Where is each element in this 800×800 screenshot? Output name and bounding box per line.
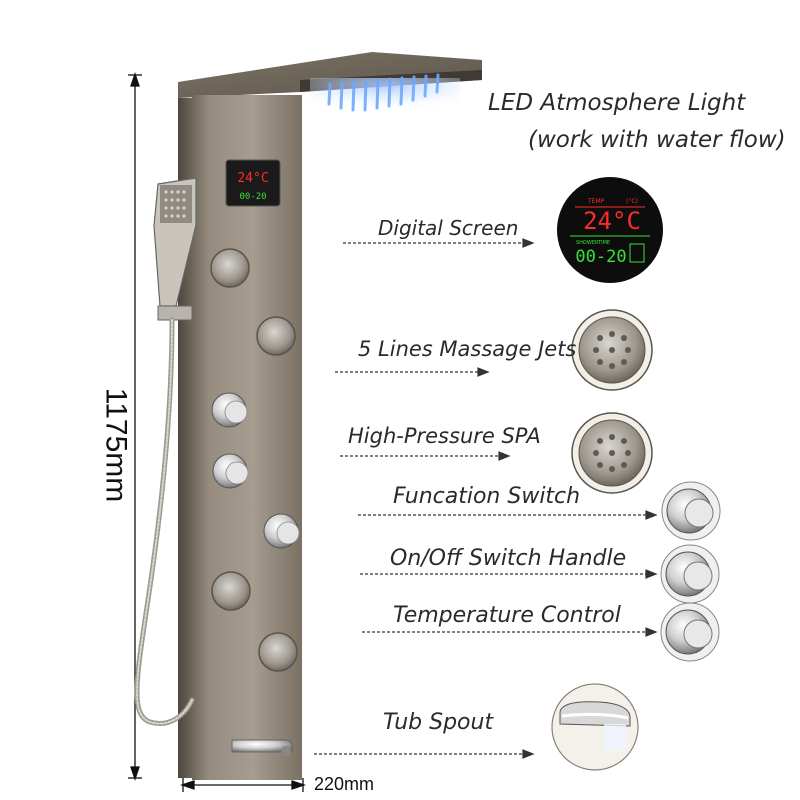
height-dimension-label: 1175mm: [99, 387, 133, 503]
label-function-switch: Funcation Switch: [393, 484, 581, 509]
panel-knobs: [211, 392, 300, 549]
knob-details: [660, 481, 721, 662]
label-temperature-control: Temperature Control: [393, 603, 621, 628]
label-on-off-switch: On/Off Switch Handle: [390, 546, 627, 571]
leader-arrows: [314, 238, 658, 759]
label-led-subtitle: (work with water flow): [528, 127, 786, 153]
digital-screen-detail: TEMP (°C) 24°C SHOWERTIME 00-20: [557, 177, 663, 283]
rain-shower-head: [178, 52, 482, 112]
panel-tub-spout: [231, 739, 293, 756]
detail-mode-label: SHOWERTIME: [576, 240, 610, 246]
detail-temp-text: 24°C: [583, 207, 641, 235]
panel-jets: [210, 248, 298, 672]
width-dimension-label: 220mm: [314, 774, 375, 794]
panel-time-text: 00-20: [239, 192, 266, 202]
label-led-title: LED Atmosphere Light: [488, 90, 746, 116]
massage-jet-detail: [571, 309, 653, 391]
panel-temp-text: 24°C: [237, 171, 268, 186]
tub-spout-detail: [551, 683, 639, 771]
detail-temp-label: TEMP: [587, 198, 605, 205]
height-dimension-line: [128, 71, 142, 782]
handheld-shower: [134, 177, 197, 726]
label-massage-jets: 5 Lines Massage Jets: [358, 337, 577, 361]
width-dimension-line: [179, 778, 307, 792]
spa-jet-detail: [571, 412, 653, 494]
detail-unit-label: (°C): [626, 198, 638, 205]
label-high-pressure-spa: High-Pressure SPA: [348, 424, 541, 448]
label-tub-spout: Tub Spout: [383, 710, 494, 735]
label-digital-screen: Digital Screen: [378, 216, 519, 240]
detail-time-text: 00-20: [575, 247, 626, 267]
panel-display: 24°C 00-20: [225, 159, 281, 207]
